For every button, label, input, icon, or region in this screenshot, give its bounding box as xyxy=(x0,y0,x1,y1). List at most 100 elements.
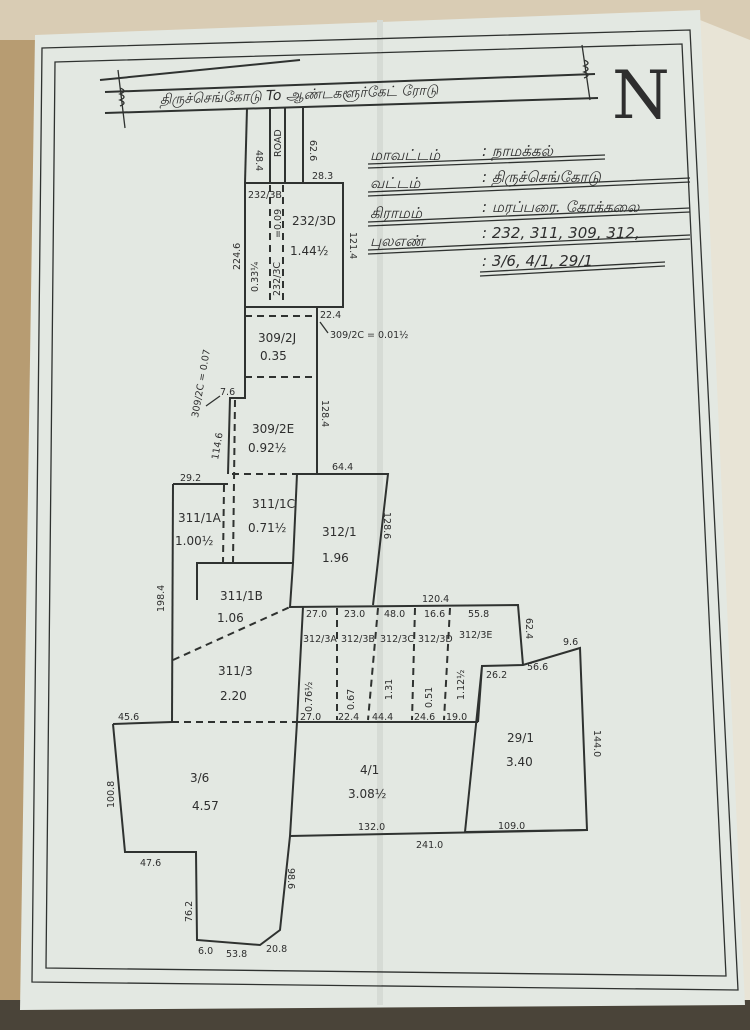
plot-id: 312/3B xyxy=(341,634,375,645)
plot-area: 1.44½ xyxy=(290,244,328,258)
plot-4-1: 4/13.08½ xyxy=(348,763,386,801)
dimension-label: 132.0 xyxy=(358,822,385,833)
info-key: வட்டம் xyxy=(370,174,421,192)
info-block: மாவட்டம்: நாமக்கல் வட்டம்: திருச்செங்கோட… xyxy=(367,142,691,277)
plot-area: =0.09 xyxy=(273,209,284,238)
plot-id: 311/1B xyxy=(220,589,263,603)
dimension-label: 109.0 xyxy=(498,821,525,832)
plot-id: 309/2E xyxy=(252,422,294,436)
info-value: : 232, 311, 309, 312, xyxy=(482,224,640,242)
info-row-taluk: வட்டம்: திருச்செங்கோடு xyxy=(370,168,602,192)
dimension-label: 62.4 xyxy=(523,618,534,639)
info-row-survey-no-2: : 3/6, 4/1, 29/1 xyxy=(482,252,593,270)
plot-309-2J: 309/2J 0.35 xyxy=(258,331,296,363)
dimension-label: 98.6 xyxy=(285,868,296,889)
plot-312-3B: 312/3B 0.67 xyxy=(341,634,375,710)
dimension-label: 22.4 xyxy=(320,310,341,321)
info-underlines xyxy=(367,154,691,277)
plot-232-3B: 232/3B0.33¼ xyxy=(248,190,282,292)
dimension-label: 55.8 xyxy=(468,609,489,620)
dimension-label: 128.6 xyxy=(381,512,392,539)
road-break-left-icon xyxy=(117,69,126,129)
dimension-label: 114.6 xyxy=(210,432,226,461)
dimension-label: 16.6 xyxy=(424,609,445,620)
dimension-label: 45.6 xyxy=(118,712,139,723)
plot-311-1C: 311/1C 0.71½ xyxy=(248,497,295,535)
plot-area: 0.67 xyxy=(346,689,357,710)
pointer-arrows xyxy=(205,321,329,407)
plot-id: 309/2J xyxy=(258,331,296,345)
plot-id: 312/3D xyxy=(418,634,453,645)
plot-312-3E: 312/3E1.12½ xyxy=(456,630,492,700)
dimension-label: 22.4 xyxy=(338,712,359,723)
dimension-label: 9.6 xyxy=(563,637,578,648)
plot-29-1: 29/1 3.40 xyxy=(506,731,534,769)
plot-312-1: 312/1 1.96 xyxy=(322,525,357,565)
plot-id: 312/3C xyxy=(380,634,414,645)
plot-area: 3.40 xyxy=(506,755,533,769)
road-label: ROAD xyxy=(273,129,284,157)
plot-id: 312/1 xyxy=(322,525,357,539)
plot-id: 4/1 xyxy=(360,763,379,777)
plot-id: 29/1 xyxy=(507,731,534,745)
plot-area: 1.06 xyxy=(217,611,244,625)
dimension-label: 19.0 xyxy=(446,712,467,723)
plot-area: 2.20 xyxy=(220,689,247,703)
dimension-label: 100.8 xyxy=(106,781,117,808)
plot-311-3: 311/3 2.20 xyxy=(218,664,253,703)
second-sheet xyxy=(700,20,750,1000)
dimension-label: 56.6 xyxy=(527,662,548,673)
north-label: N xyxy=(612,57,670,134)
dimension-label: 241.0 xyxy=(416,840,443,851)
plot-id: 311/1A xyxy=(178,511,222,525)
info-value: : 3/6, 4/1, 29/1 xyxy=(482,252,593,270)
dimension-labels: 48.4 62.6 28.3 224.6 121.4 22.4 128.4 7.… xyxy=(106,140,602,960)
dimension-label: 121.4 xyxy=(347,232,358,259)
dimension-label: 128.4 xyxy=(319,400,330,427)
north-arrow-icon: N xyxy=(612,57,670,134)
plot-id: 232/3C xyxy=(272,262,283,296)
info-row-survey-no: புலஎண் : 232, 311, 309, 312, xyxy=(370,224,640,250)
dimension-label: 6.0 xyxy=(198,946,213,957)
plot-area: 0.35 xyxy=(260,349,287,363)
plot-312-3D: 312/3D 0.51 xyxy=(418,634,453,708)
plot-311-1A: 311/1A 1.00½ xyxy=(175,511,222,548)
dimension-label: 48.4 xyxy=(253,150,264,171)
info-key: புலஎண் xyxy=(370,232,426,250)
dimension-label: 62.6 xyxy=(307,140,318,161)
dimension-label: 27.0 xyxy=(306,609,327,620)
plot-area: 1.96 xyxy=(322,551,349,565)
dimension-label: 64.4 xyxy=(332,462,353,473)
plot-id: 312/3E xyxy=(459,630,492,641)
plot-312-3A: 312/3A 0.76½ xyxy=(303,634,337,712)
info-key: மாவட்டம் xyxy=(370,146,441,164)
dimension-label: 47.6 xyxy=(140,858,161,869)
dimension-label: 20.8 xyxy=(266,944,287,955)
dimension-label: 28.3 xyxy=(312,171,333,182)
plot-3-6: 3/6 4.57 xyxy=(190,771,219,813)
inner-border xyxy=(45,43,727,977)
annotation-309-2c-right: 309/2C = 0.01½ xyxy=(330,330,408,341)
plot-232-3C: 232/3C =0.09 xyxy=(272,209,284,296)
plot-id: 232/3D xyxy=(292,214,336,228)
plot-id: 312/3A xyxy=(303,634,337,645)
plot-area: 4.57 xyxy=(192,799,219,813)
dimension-label: 76.2 xyxy=(184,901,195,922)
dimension-label: 23.0 xyxy=(344,609,365,620)
plot-id: 3/6 xyxy=(190,771,209,785)
plot-id: 311/1C xyxy=(252,497,295,511)
dimension-label: 26.2 xyxy=(486,670,507,681)
plot-area: 0.51 xyxy=(424,687,435,708)
dimension-label: 27.0 xyxy=(300,712,321,723)
dimension-label: 29.2 xyxy=(180,473,201,484)
dimension-label: 144.0 xyxy=(591,730,602,757)
side-road: ROAD xyxy=(244,106,304,184)
dimension-label: 53.8 xyxy=(226,949,247,960)
plot-id: 311/3 xyxy=(218,664,253,678)
dimension-label: 7.6 xyxy=(220,387,235,398)
plot-area: 0.76½ xyxy=(304,682,315,712)
plot-309-2E: 309/2E0.92½ xyxy=(248,422,294,455)
plot-area: 0.71½ xyxy=(248,521,286,535)
plot-area: 1.00½ xyxy=(175,534,213,548)
plot-area: 1.31 xyxy=(384,679,395,700)
